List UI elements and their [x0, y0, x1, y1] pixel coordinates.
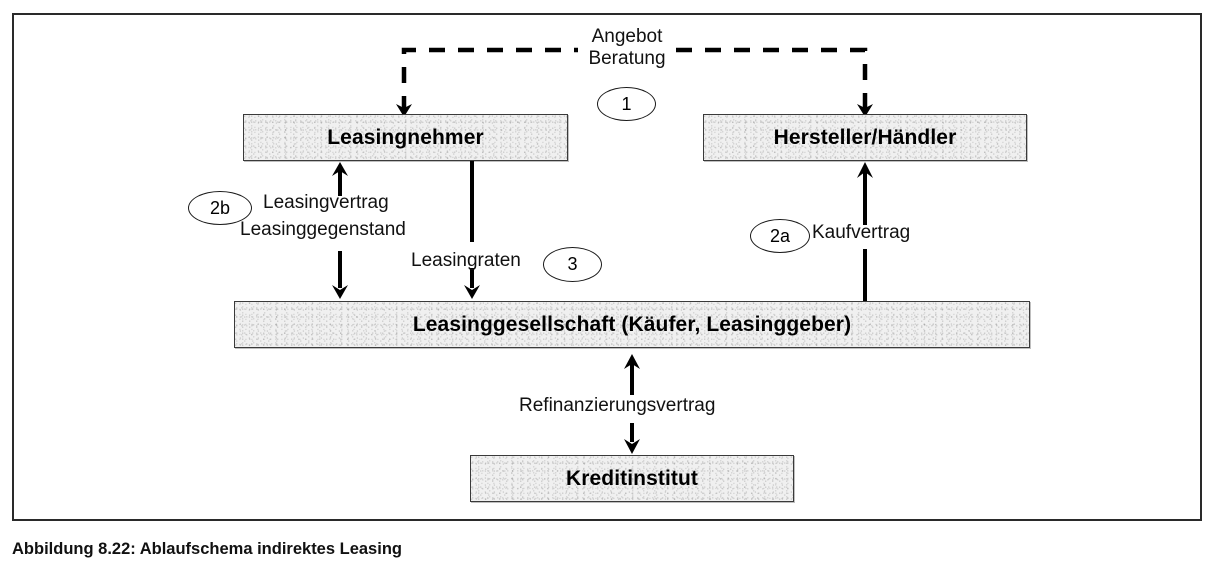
- marker-badge-2a[interactable]: 2a: [750, 219, 810, 253]
- edge-label-angebot-beratung: Angebot Beratung: [578, 26, 676, 71]
- node-hersteller-haendler[interactable]: Hersteller/Händler: [703, 114, 1027, 161]
- marker-badge-1[interactable]: 1: [597, 87, 656, 121]
- node-hersteller-haendler-label: Hersteller/Händler: [773, 125, 957, 149]
- edge-label-leasinggegenstand: Leasinggegenstand: [240, 219, 406, 240]
- node-leasingnehmer-label: Leasingnehmer: [327, 125, 484, 149]
- edge-label-kaufvertrag: Kaufvertrag: [812, 222, 911, 243]
- marker-badge-3-label: 3: [567, 254, 578, 274]
- edge-label-refinanzierungsvertrag: Refinanzierungsvertrag: [519, 395, 716, 416]
- edge-label-angebot: Angebot: [591, 26, 663, 47]
- node-leasinggesellschaft-label: Leasinggesellschaft (Käufer, Leasinggebe…: [412, 312, 852, 336]
- node-kreditinstitut-label: Kreditinstitut: [565, 466, 699, 490]
- marker-badge-2a-label: 2a: [769, 225, 791, 246]
- marker-badge-3[interactable]: 3: [543, 247, 602, 282]
- node-leasingnehmer[interactable]: Leasingnehmer: [243, 114, 568, 161]
- marker-badge-1-label: 1: [621, 93, 632, 114]
- figure-caption: Abbildung 8.22: Ablaufschema indirektes …: [12, 540, 402, 558]
- edge-label-leasingvertrag: Leasingvertrag: [263, 192, 389, 213]
- diagram-frame: [12, 13, 1202, 521]
- node-kreditinstitut[interactable]: Kreditinstitut: [470, 455, 794, 502]
- node-leasinggesellschaft[interactable]: Leasinggesellschaft (Käufer, Leasinggebe…: [234, 301, 1030, 348]
- edge-label-leasingraten: Leasingraten: [411, 250, 521, 271]
- edge-label-beratung: Beratung: [588, 48, 666, 70]
- marker-badge-2b[interactable]: 2b: [188, 191, 252, 225]
- marker-badge-2b-label: 2b: [209, 197, 231, 218]
